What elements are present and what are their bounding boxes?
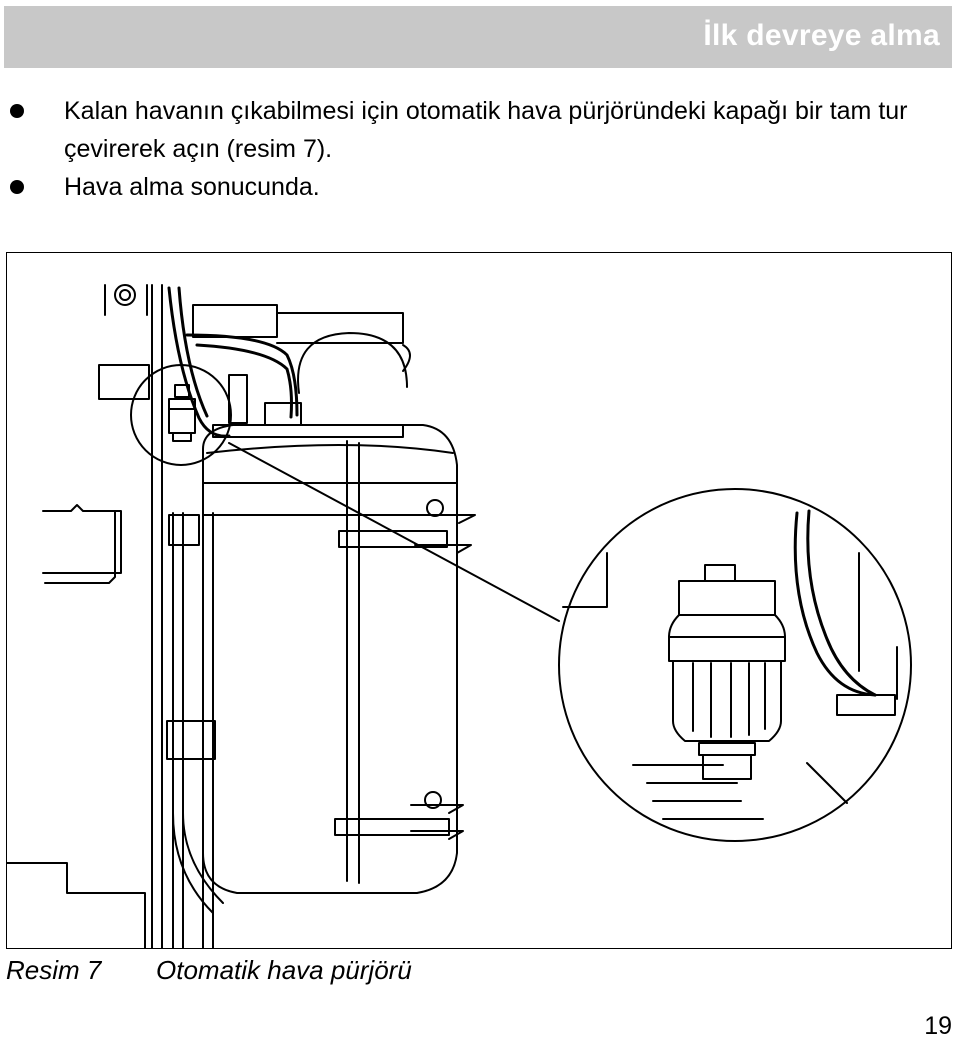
instruction-list: Kalan havanın çıkabilmesi için otomatik … [0, 92, 960, 206]
water-pipes [166, 512, 224, 948]
magnifier-cables [793, 509, 877, 697]
bullet-item: Hava alma sonucunda. [0, 168, 960, 206]
detail-magnifier [558, 488, 912, 842]
section-title: İlk devreye alma [703, 19, 940, 52]
bullet-dot-icon [10, 104, 24, 118]
header-bar: İlk devreye alma [4, 6, 952, 68]
leader-line [228, 442, 560, 622]
figure-caption-text: Otomatik hava pürjörü [156, 955, 412, 985]
air-vent-illustration [7, 284, 912, 948]
bullet-item: Kalan havanın çıkabilmesi için otomatik … [0, 92, 960, 168]
figure-label: Resim 7 [6, 955, 102, 985]
air-vent-small [168, 384, 196, 442]
page-number: 19 [924, 1012, 952, 1040]
appliance-frame [7, 284, 163, 948]
detail-marker-small [130, 364, 232, 466]
figure-caption: Resim 7 Otomatik hava pürjörü [6, 955, 412, 986]
expansion-tank [202, 424, 476, 894]
bullet-text: Hava alma sonucunda. [64, 173, 320, 201]
bullet-dot-icon [10, 180, 24, 194]
bullet-text: Kalan havanın çıkabilmesi için otomatik … [64, 97, 908, 163]
figure-frame [6, 252, 952, 949]
connector-block [836, 694, 896, 716]
pump-housing [192, 304, 411, 394]
air-vent-large [668, 564, 786, 780]
